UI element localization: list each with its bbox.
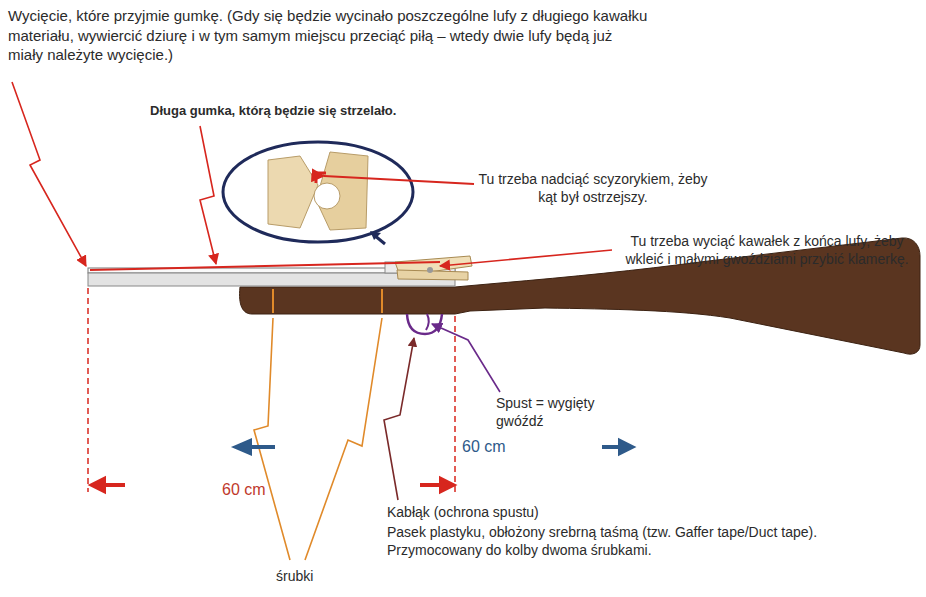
leader-line: [384, 338, 414, 500]
trigger: [426, 314, 429, 330]
leader-line: [324, 176, 474, 184]
part-label: Kabłąk (ochrona spustu): [387, 503, 687, 521]
trigger-guard: [407, 314, 442, 334]
rubber-band: [90, 262, 440, 270]
note-label: Wycięcie, które przyjmie gumkę. (Gdy się…: [8, 6, 648, 65]
leader-line: [432, 324, 500, 392]
dimension-label: 60 cm: [222, 480, 302, 501]
clothespin: [395, 256, 472, 280]
inset-pointer-head: [370, 231, 381, 240]
dimension-arrow: [420, 479, 453, 491]
leader-line: [440, 250, 612, 266]
drawing-part: [268, 156, 318, 228]
dimension-label: 60 cm: [462, 437, 542, 458]
dimension-arrow: [602, 441, 632, 453]
inset-ellipse: [223, 142, 413, 242]
drawing-part: [427, 267, 433, 273]
part-label: śrubki: [276, 567, 356, 585]
dimension-line: [87, 288, 89, 492]
drawing-part: [316, 173, 326, 183]
screw: [381, 289, 383, 313]
leader-line: [254, 318, 290, 560]
dimension-arrow: [92, 479, 125, 491]
dimension-arrow: [236, 441, 275, 453]
dimension-line: [454, 316, 456, 492]
part-label: Długa gumka, którą będzie się strzelało.: [150, 103, 450, 120]
leader-line: [305, 318, 382, 560]
note-label: Tu trzeba wyciąć kawałek z końca lufy, ż…: [612, 232, 922, 268]
inset-wood: [268, 152, 368, 230]
note-label: Tu trzeba nadciąć scyzorykiem, żeby kąt …: [478, 170, 708, 206]
screw: [272, 289, 274, 313]
leader-line: [12, 82, 86, 266]
drawing-part: [314, 183, 340, 209]
note-label: Pasek plastyku, obłożony srebrną taśmą (…: [387, 523, 887, 559]
part-label: Spust = wygięty gwóźdź: [496, 394, 606, 430]
leader-line: [200, 126, 216, 264]
